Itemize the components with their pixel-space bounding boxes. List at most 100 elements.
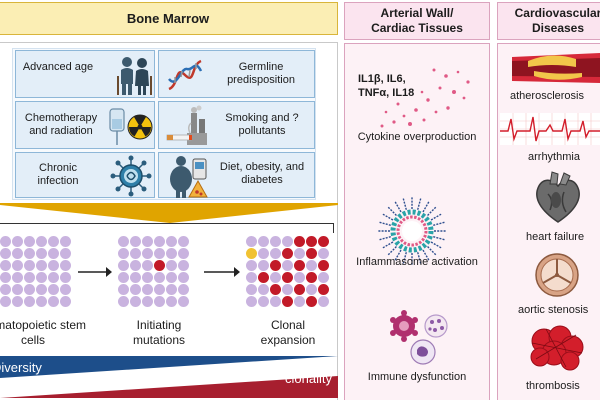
disease-label-aortic-stenosis: aortic stenosis: [518, 304, 589, 316]
stage-label-clonal: Clonal expansion: [260, 318, 316, 347]
cell: [306, 248, 317, 259]
cell: [36, 272, 47, 283]
cell: [258, 236, 269, 247]
cell: [48, 296, 59, 307]
cell: [166, 284, 177, 295]
cell: [60, 236, 71, 247]
cell: [270, 272, 281, 283]
cell: [258, 296, 269, 307]
cell: [318, 260, 329, 271]
diversity-label: Diversity: [0, 360, 42, 375]
cell: [12, 260, 23, 271]
cell: [294, 284, 305, 295]
cell: [36, 296, 47, 307]
cell: [258, 284, 269, 295]
cell: [270, 236, 281, 247]
cell: [130, 284, 141, 295]
cell: [178, 236, 189, 247]
cell: [282, 272, 293, 283]
immune-dysfunction-label: Immune dysfunction: [367, 371, 467, 383]
cell: [48, 272, 59, 283]
plaque-artery-icon: [512, 53, 600, 83]
cell: [60, 296, 71, 307]
cell: [258, 260, 269, 271]
cell: [48, 236, 59, 247]
cell: [118, 248, 129, 259]
obesity-glucometer-icon: [170, 156, 208, 198]
cell: [294, 248, 305, 259]
cell: [24, 260, 35, 271]
cell: [36, 260, 47, 271]
cell: [154, 284, 165, 295]
cell: [294, 296, 305, 307]
cell: [246, 284, 257, 295]
cell: [246, 272, 257, 283]
inflammasome-label: Inflammasome activation: [356, 256, 478, 268]
cell: [118, 260, 129, 271]
cell: [118, 272, 129, 283]
cell: [318, 284, 329, 295]
cell: [282, 260, 293, 271]
cell: [282, 296, 293, 307]
cell: [318, 236, 329, 247]
diversity-clonality-bars: [0, 356, 338, 398]
cell: [318, 296, 329, 307]
cell: [48, 284, 59, 295]
arterial-title: Arterial Wall/ Cardiac Tissues: [371, 6, 463, 35]
disease-label-atherosclerosis: atherosclerosis: [510, 90, 584, 102]
cell: [24, 248, 35, 259]
bone-marrow-panel: [0, 42, 338, 400]
cell: [282, 236, 293, 247]
cell: [294, 260, 305, 271]
stage-label-initiating: Initiating mutations: [132, 318, 186, 347]
cell: [282, 248, 293, 259]
cell: [130, 296, 141, 307]
cell: [142, 260, 153, 271]
cell: [270, 260, 281, 271]
risk-factor-chemotherapy: Chemotherapy and radiation: [15, 101, 155, 149]
cell: [118, 296, 129, 307]
cell: [318, 272, 329, 283]
immune-cells-icon: [390, 310, 448, 365]
cell: [270, 248, 281, 259]
right-arrow-icon: [204, 267, 240, 277]
risk-factor-smoking: Smoking and ?pollutants: [158, 101, 315, 149]
cell: [24, 272, 35, 283]
hsc-cell-grid: [0, 236, 72, 308]
cell: [246, 296, 257, 307]
elderly-couple-icon: [117, 57, 152, 95]
cell: [130, 272, 141, 283]
disease-label-arrhythmia: arrhythmia: [528, 151, 580, 163]
cell: [0, 248, 11, 259]
cell: [294, 272, 305, 283]
cell: [154, 296, 165, 307]
cell: [36, 236, 47, 247]
cell: [12, 248, 23, 259]
cardio-header: Cardiovascular Diseases: [497, 2, 600, 40]
right-arrow-icon: [78, 267, 112, 277]
cell: [12, 272, 23, 283]
cell: [258, 272, 269, 283]
cell: [142, 296, 153, 307]
cell: [166, 272, 177, 283]
inflammasome-icon: [378, 197, 446, 265]
cell: [282, 284, 293, 295]
bone-marrow-title: Bone Marrow: [126, 11, 210, 26]
cell: [48, 248, 59, 259]
risk-factor-label: Germline predisposition: [227, 61, 295, 86]
cell: [178, 260, 189, 271]
cell: [178, 272, 189, 283]
cell: [36, 284, 47, 295]
risk-factor-label: Chemotherapy and radiation: [24, 112, 98, 137]
cell: [178, 296, 189, 307]
cell: [270, 296, 281, 307]
disease-label-thrombosis: thrombosis: [526, 380, 580, 392]
clonality-label: clonality: [285, 371, 332, 386]
cell: [142, 272, 153, 283]
cell: [60, 272, 71, 283]
cell: [48, 260, 59, 271]
cell: [0, 272, 11, 283]
cell: [12, 296, 23, 307]
cell: [24, 296, 35, 307]
cell: [306, 260, 317, 271]
